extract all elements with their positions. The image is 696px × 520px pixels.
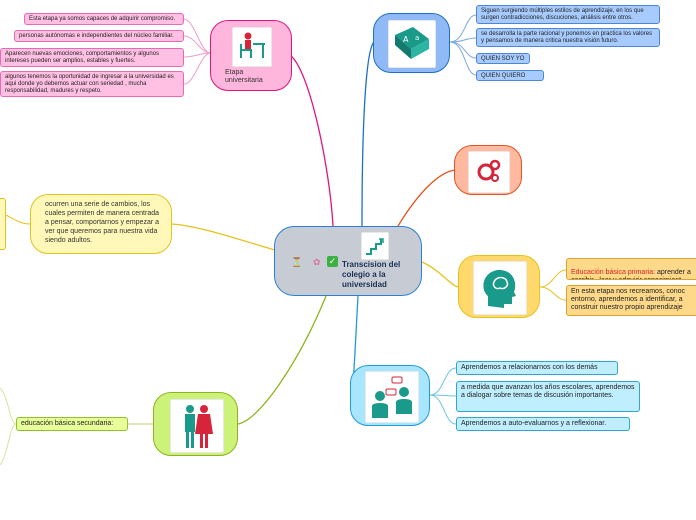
people-talking-icon xyxy=(365,371,419,423)
etapa-label: Etapa universitaria xyxy=(225,69,263,84)
book-item[interactable]: se desarrolla la parte racional y ponemo… xyxy=(476,28,660,47)
etapa-item[interactable]: Esta etapa ya somos capaces de adquirir … xyxy=(24,13,184,25)
central-title: Transcision del colegio a la universidad xyxy=(342,260,401,289)
people-node[interactable] xyxy=(350,365,430,426)
student-desk-icon xyxy=(232,27,272,67)
people-item[interactable]: Aprendemos a auto-evaluarnos y a reflexi… xyxy=(456,417,630,431)
etapa-item[interactable]: personas autónomas e independientes del … xyxy=(14,30,184,42)
central-node[interactable]: ⏳ ✿ ✓ Transcision del colegio a la unive… xyxy=(274,226,422,296)
book-icon: A a xyxy=(388,20,436,68)
book-node[interactable]: A a xyxy=(373,13,450,73)
people-item[interactable]: Aprendemos a relacionarnos con los demás xyxy=(456,361,618,375)
head-item-text: aprender a escribir , leer y adquirir co… xyxy=(571,269,691,279)
head-item[interactable]: En esta etapa nos recreamos, conoc entor… xyxy=(566,285,696,316)
gears-node[interactable] xyxy=(454,145,522,195)
head-item[interactable]: Educación básica primaria: aprender a es… xyxy=(566,258,696,280)
head-node[interactable] xyxy=(458,255,540,318)
secundaria-label[interactable]: educación básica secundaria: xyxy=(16,417,128,431)
cambios-node[interactable]: ocurren una serie de cambios, los cuales… xyxy=(30,194,172,254)
left-edge-node[interactable] xyxy=(0,198,6,250)
book-item[interactable]: Siguen surgiendo múltiples estilos de ap… xyxy=(476,5,660,24)
cambios-text: ocurren una serie de cambios, los cuales… xyxy=(45,201,160,244)
couple-icon xyxy=(170,399,224,453)
book-item[interactable]: QUIEN QUIERO SER? xyxy=(476,70,544,81)
etapa-universitaria-node[interactable]: Etapa universitaria xyxy=(210,20,292,91)
head-icon xyxy=(473,261,527,315)
stairs-icon xyxy=(361,232,389,260)
checkmark-icon: ✓ xyxy=(327,256,338,267)
etapa-item[interactable]: algunos tenemos la oportunidad de ingres… xyxy=(0,71,184,97)
svg-text:a: a xyxy=(415,34,419,42)
book-item[interactable]: QUIEN SOY YO ? xyxy=(476,53,530,64)
svg-text:A: A xyxy=(403,35,409,44)
head-item-red: Educación básica primaria: xyxy=(571,269,656,276)
gears-icon xyxy=(468,151,510,193)
hourglass-icon: ⏳ xyxy=(291,257,303,267)
etapa-item[interactable]: Aparecen nuevas emociones, comportamient… xyxy=(0,48,184,67)
brain-icon: ✿ xyxy=(313,257,321,267)
people-item[interactable]: a medida que avanzan los años escolares,… xyxy=(456,381,640,412)
couple-node[interactable] xyxy=(153,392,238,456)
